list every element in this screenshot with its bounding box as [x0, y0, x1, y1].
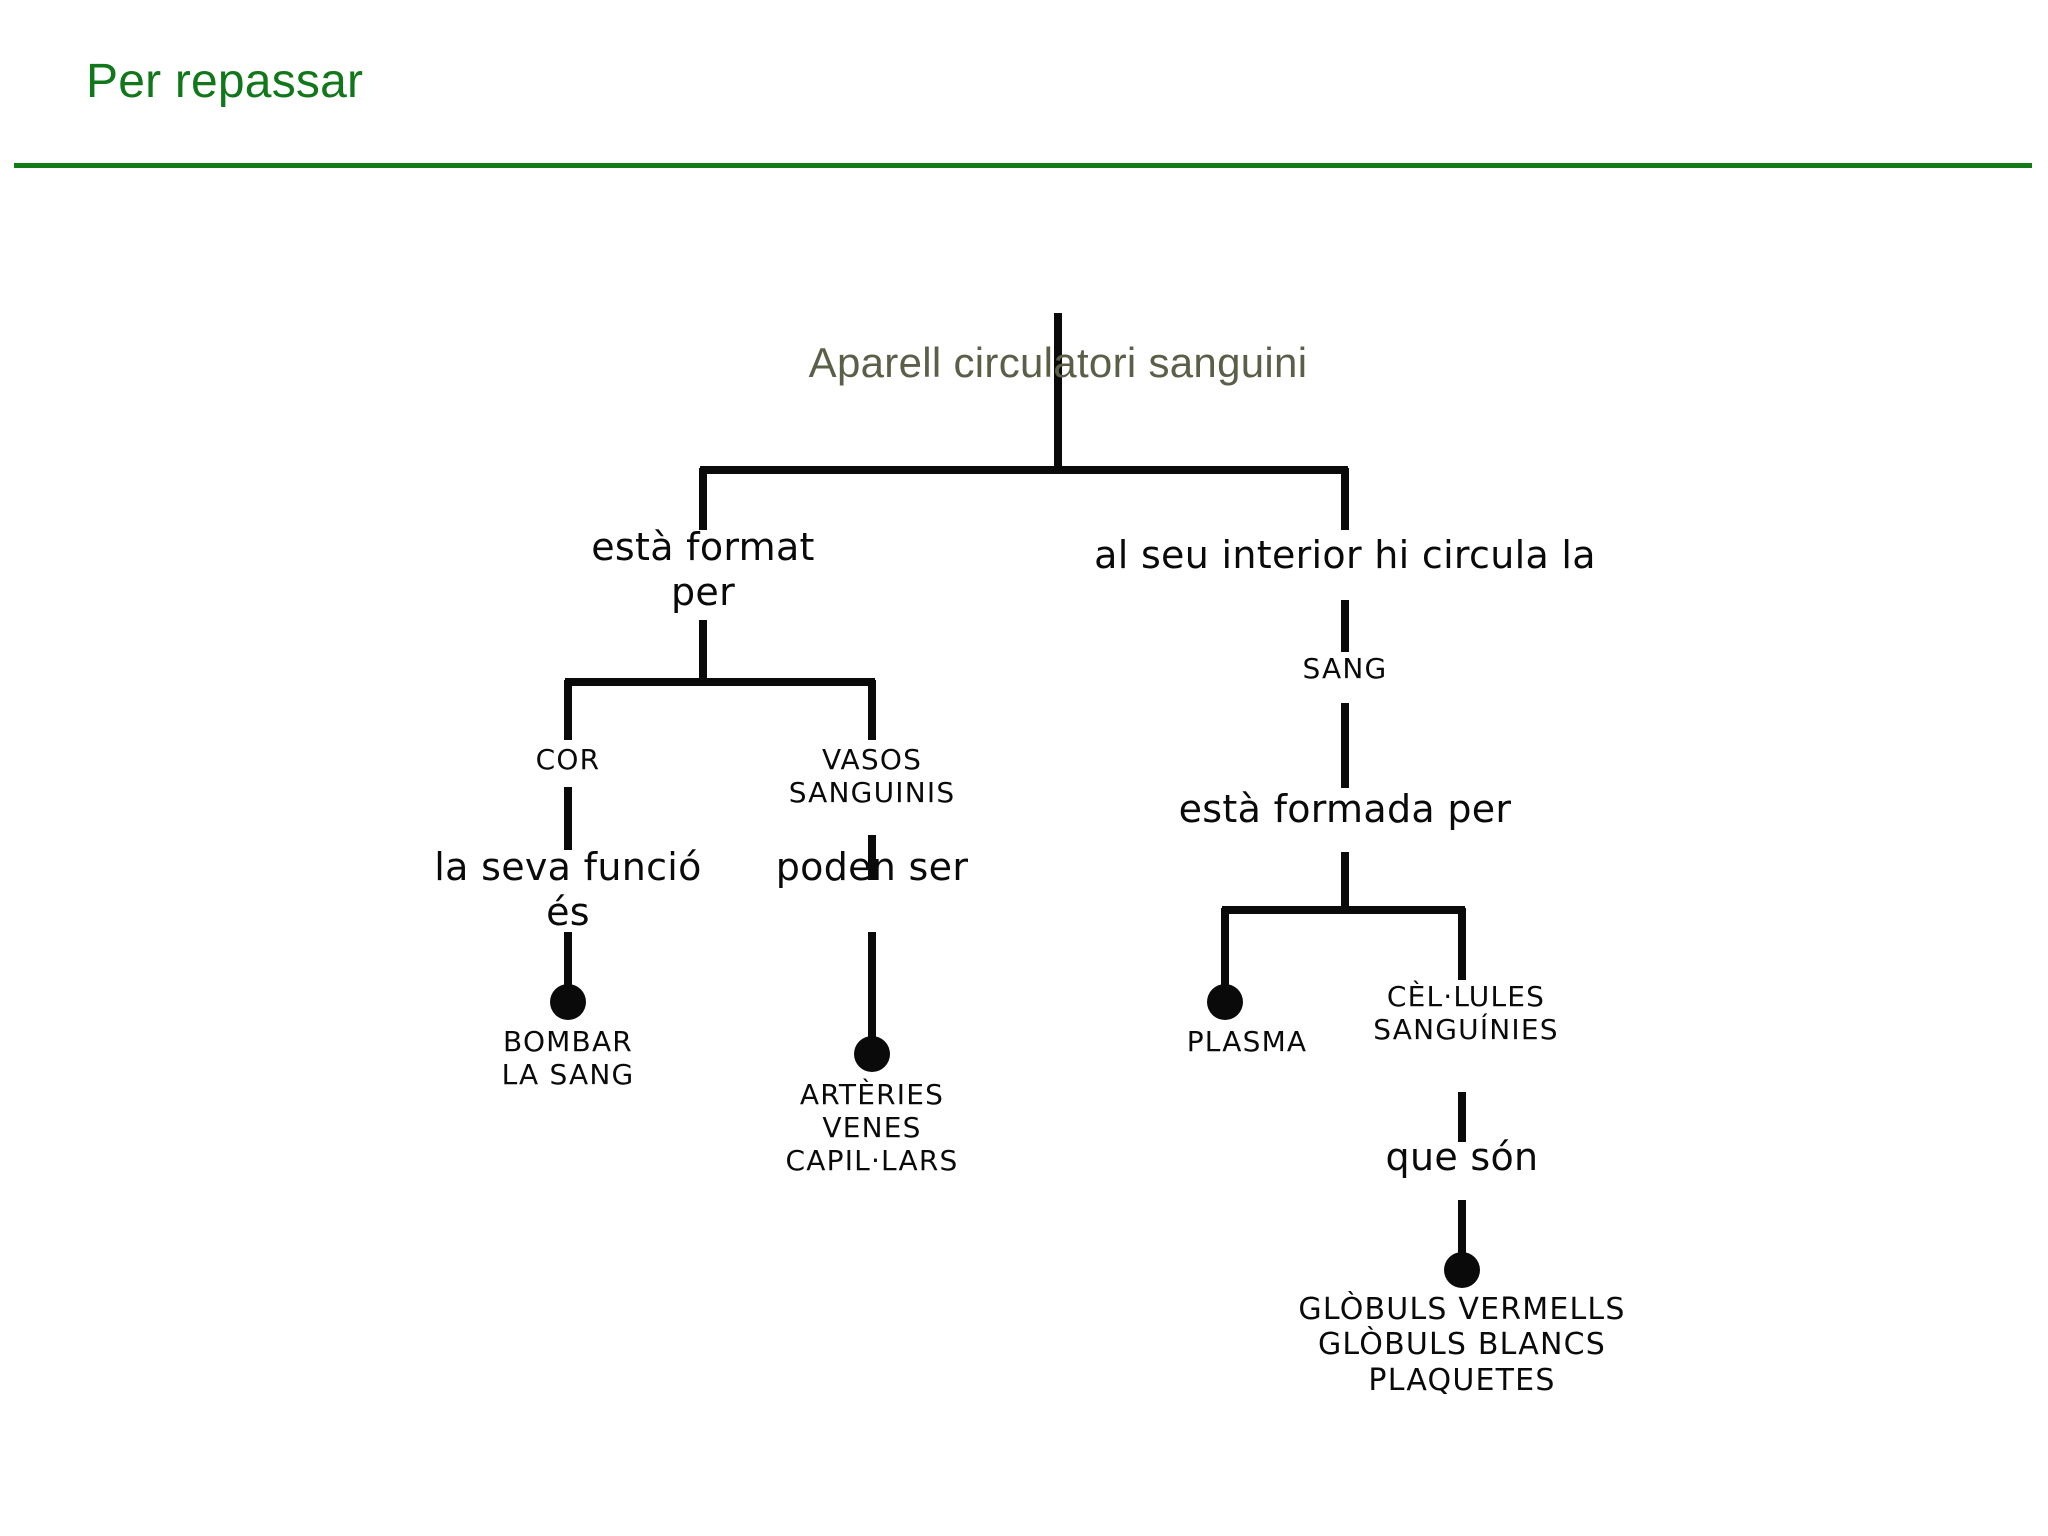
- node-concept-plasma: PLASMA: [1186, 1025, 1308, 1058]
- terminal-dot-bombar: [550, 984, 586, 1020]
- node-link-esta-formada-per: està formada per: [1178, 787, 1512, 831]
- node-concept-globuls-plaquetes: GLÒBULS VERMELLS GLÒBULS BLANCS PLAQUETE…: [1298, 1292, 1626, 1398]
- node-link-poden-ser: poden ser: [775, 845, 969, 889]
- node-link-la-seva-funcio-es: la seva funció és: [434, 845, 702, 934]
- node-link-que-son: que són: [1385, 1135, 1539, 1179]
- node-root-aparell-circulatori: Aparell circulatori sanguini: [808, 339, 1308, 386]
- node-concept-cor: COR: [535, 743, 601, 776]
- terminal-dot-plasma: [1207, 984, 1243, 1020]
- concept-map-diagram: Aparell circulatori sanguini està format…: [0, 180, 2048, 1536]
- node-concept-sang: SANG: [1302, 652, 1388, 685]
- concept-map-connectors: [550, 313, 1480, 1288]
- node-concept-arteries-venes-capillars: ARTÈRIES VENES CAPIL·LARS: [785, 1078, 959, 1178]
- node-concept-bombar-la-sang: BOMBAR LA SANG: [501, 1025, 635, 1092]
- node-link-esta-format-per: està format per: [591, 525, 815, 614]
- terminal-dot-globuls: [1444, 1252, 1480, 1288]
- page-title: Per repassar: [86, 55, 364, 108]
- node-concept-cellules-sanguinies: CÈL·LULES SANGUÍNIES: [1373, 980, 1559, 1047]
- terminal-dot-arteries: [854, 1036, 890, 1072]
- node-link-al-seu-interior-hi-circula-la: al seu interior hi circula la: [1094, 533, 1596, 577]
- title-divider: [14, 163, 2032, 168]
- node-concept-vasos-sanguinis: VASOS SANGUINIS: [788, 743, 956, 810]
